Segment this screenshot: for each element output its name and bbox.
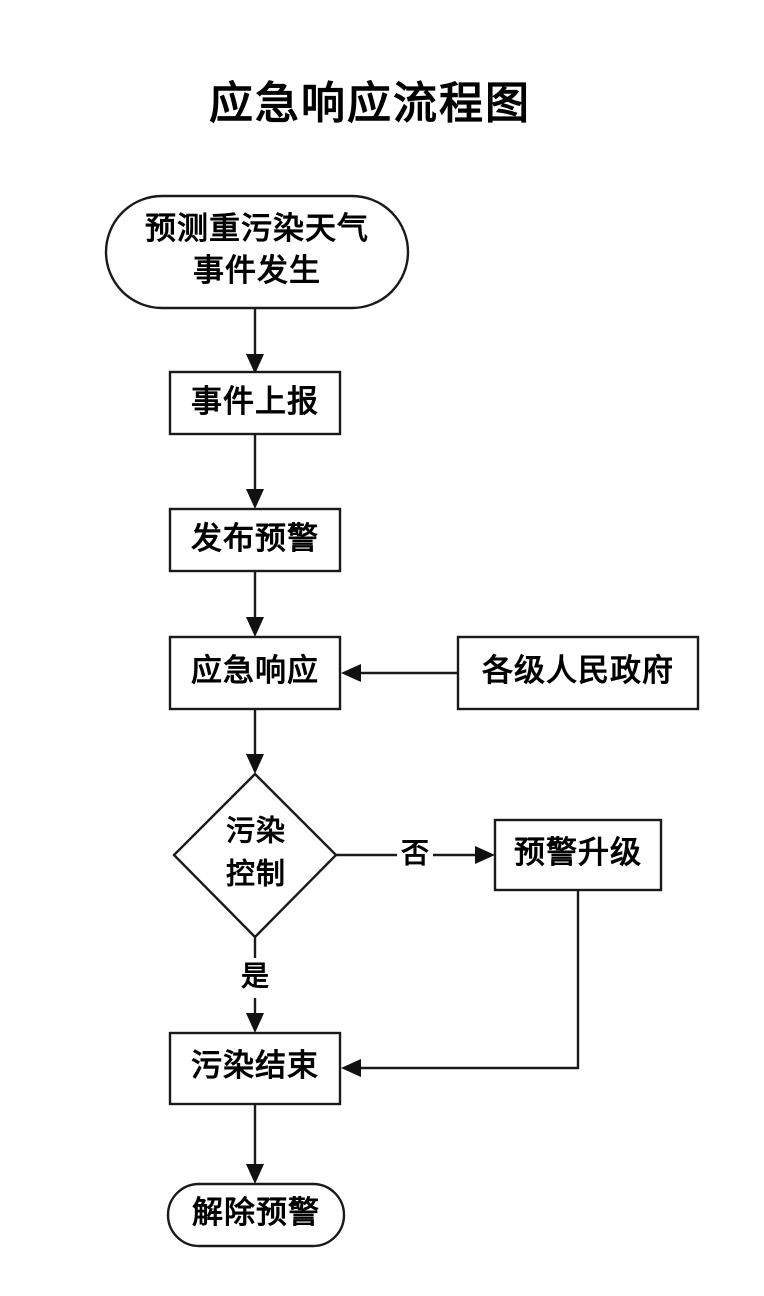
- node-escalate[interactable]: 预警升级: [493, 818, 663, 892]
- edge-report-to-warning: [246, 434, 264, 509]
- node-warning[interactable]: 发布预警: [168, 507, 342, 573]
- node-end-label: 解除预警: [192, 1195, 320, 1230]
- node-start-label-line2: 事件发生: [193, 253, 321, 288]
- node-warning-shape: [168, 507, 342, 573]
- node-start-shape: [104, 194, 410, 310]
- edge-label-yes: 是: [241, 961, 269, 992]
- page-title: 应急响应流程图: [209, 79, 531, 128]
- edge-start-to-report: [246, 308, 264, 374]
- node-government[interactable]: 各级人民政府: [456, 635, 700, 711]
- node-escalate-shape: [493, 818, 663, 892]
- node-report-label: 事件上报: [191, 384, 319, 419]
- node-end[interactable]: 解除预警: [166, 1182, 346, 1248]
- node-decision[interactable]: 污染 控制: [172, 772, 338, 939]
- edge-government-to-response: [341, 664, 458, 682]
- node-response-label: 应急响应: [191, 653, 319, 688]
- edge-decision-to-escalate: [336, 846, 495, 864]
- edge-escalate-to-finish: [341, 890, 580, 1077]
- edge-response-to-decision: [246, 709, 264, 774]
- edge-warning-to-response: [246, 571, 264, 637]
- edge-label-no: 否: [401, 838, 429, 869]
- connector-layer: [246, 308, 580, 1184]
- node-decision-label-line1: 污染: [226, 815, 286, 848]
- edge-decision-to-finish: [246, 937, 264, 1033]
- node-escalate-label: 预警升级: [514, 835, 642, 870]
- node-start-label-line1: 预测重污染天气: [145, 211, 369, 246]
- node-report[interactable]: 事件上报: [168, 370, 342, 436]
- node-government-label: 各级人民政府: [481, 653, 674, 688]
- node-warning-label: 发布预警: [190, 521, 319, 556]
- node-response[interactable]: 应急响应: [168, 635, 342, 711]
- edge-finish-to-end: [246, 1104, 264, 1184]
- node-report-shape: [168, 370, 342, 436]
- node-decision-label-line2: 控制: [226, 858, 286, 891]
- node-government-shape: [456, 635, 700, 711]
- node-decision-shape: [172, 772, 338, 939]
- node-end-shape: [166, 1182, 346, 1248]
- node-finish-shape: [168, 1031, 342, 1106]
- node-finish-label: 污染结束: [191, 1048, 319, 1083]
- node-finish[interactable]: 污染结束: [168, 1031, 342, 1106]
- node-start[interactable]: 预测重污染天气 事件发生: [104, 194, 410, 310]
- node-response-shape: [168, 635, 342, 711]
